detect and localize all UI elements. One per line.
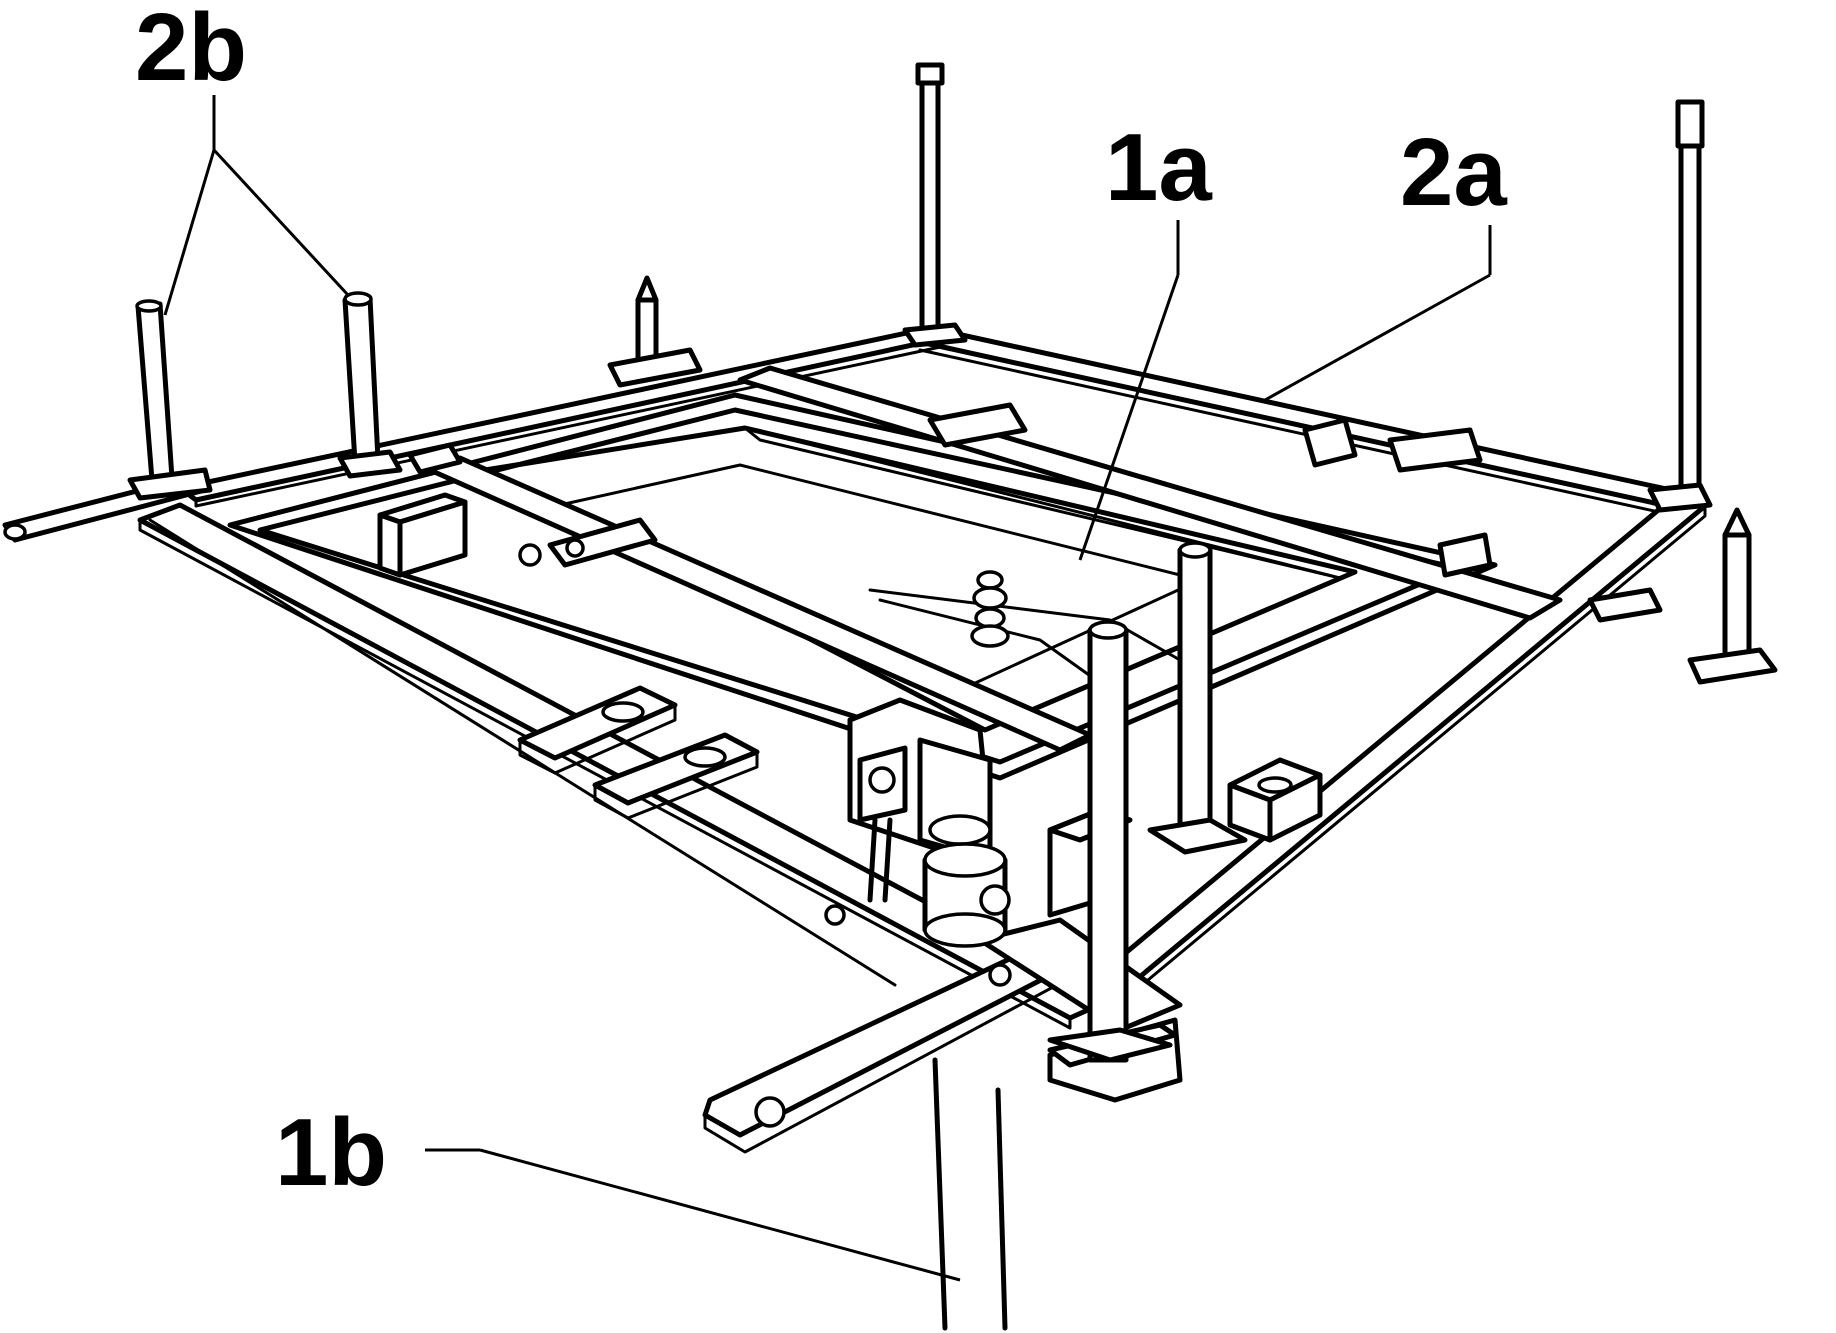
label-2a: 2a (1400, 119, 1507, 226)
label-1b: 1b (275, 1099, 387, 1206)
leader-2b-a (163, 149, 216, 316)
central-mechanism (847, 570, 1133, 948)
leader-2b-b (212, 148, 350, 297)
leader-1b-diag (479, 1148, 961, 1282)
front-arm (702, 917, 1183, 1154)
label-2b: 2b (135, 0, 247, 101)
leader-lines (163, 95, 1492, 1282)
label-1a: 1a (1105, 114, 1212, 221)
vertical-posts (135, 62, 1778, 1063)
support-column (932, 1057, 1008, 1331)
leader-1a-diag (1078, 274, 1180, 561)
leader-2a-diag (1264, 273, 1491, 402)
mounting-blocks (2, 347, 1663, 987)
